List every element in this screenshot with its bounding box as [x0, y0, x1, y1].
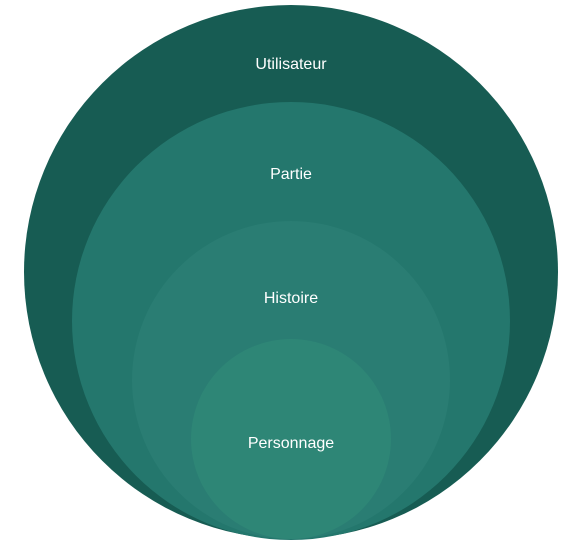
label-utilisateur: Utilisateur — [255, 56, 327, 73]
label-partie: Partie — [270, 166, 312, 183]
label-histoire: Histoire — [264, 290, 318, 307]
level-personnage: Personnage — [191, 339, 391, 539]
label-personnage: Personnage — [248, 435, 334, 452]
circle-personnage — [191, 339, 391, 539]
